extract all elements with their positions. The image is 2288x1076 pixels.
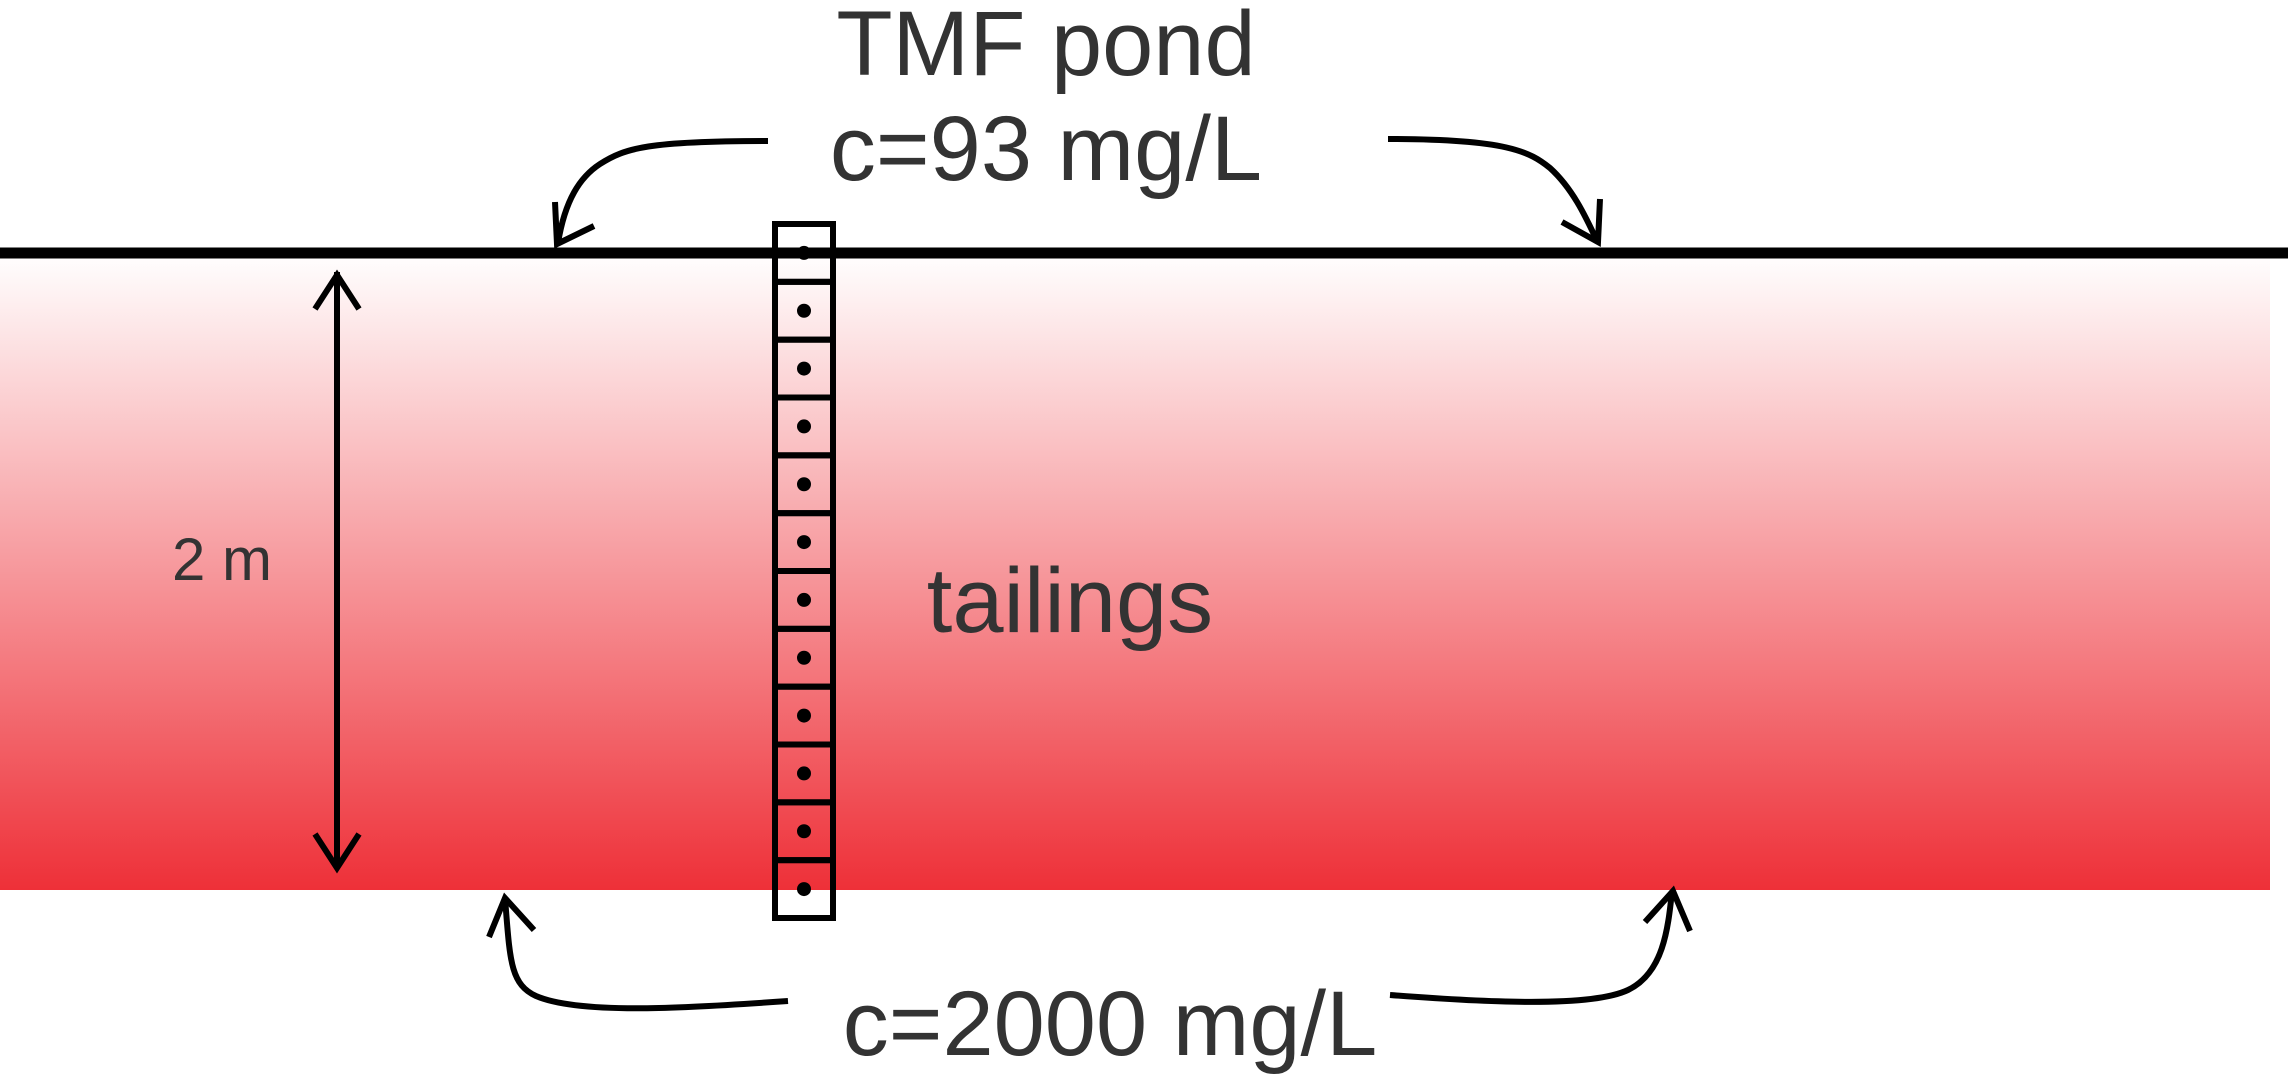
column-node <box>797 361 811 376</box>
column-node <box>797 303 811 318</box>
column-node <box>797 708 811 723</box>
bottom-flux-arrow-left <box>486 892 789 1012</box>
depth-label: 2 m <box>172 526 272 593</box>
column-node <box>797 535 811 550</box>
column-node <box>797 824 811 839</box>
pond-flux-arrow-right <box>1387 136 1603 247</box>
model-column <box>772 221 836 922</box>
column-node <box>797 766 811 781</box>
column-node <box>797 882 811 897</box>
tailings-concentration: c=2000 mg/L <box>843 973 1377 1075</box>
column-node <box>797 477 811 492</box>
column-node <box>797 592 811 607</box>
pond-concentration: c=93 mg/L <box>830 98 1262 200</box>
tailings-layer <box>0 253 2270 890</box>
column-node <box>797 245 811 260</box>
pond-title: TMF pond <box>836 0 1255 95</box>
column-cell <box>772 857 836 922</box>
pond-flux-arrow-left <box>552 138 769 249</box>
depth-arrow <box>312 269 362 874</box>
column-node <box>797 650 811 665</box>
bottom-flux-arrow-right <box>1389 885 1693 1005</box>
column-node <box>797 419 811 434</box>
tailings-label: tailings <box>927 550 1213 652</box>
